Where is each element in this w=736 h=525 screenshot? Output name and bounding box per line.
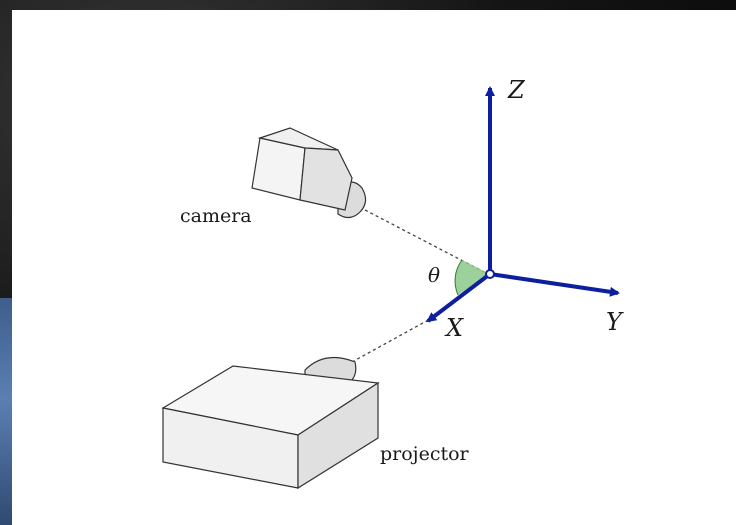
axis-y-label: Y	[606, 308, 624, 336]
projector-label: projector	[380, 443, 470, 465]
theta-angle-wedge	[455, 260, 490, 295]
axis-z-label: Z	[507, 76, 526, 104]
theta-label: θ	[428, 263, 440, 287]
camera-label: camera	[180, 205, 252, 227]
axis-x-label: X	[444, 314, 464, 342]
projector-sight-line	[351, 317, 433, 363]
projector-shape	[161, 356, 380, 490]
y-axis	[489, 272, 620, 297]
camera-shape	[251, 127, 367, 219]
origin-point	[485, 269, 495, 279]
x-axis	[426, 272, 492, 323]
theta-arc	[454, 259, 463, 296]
